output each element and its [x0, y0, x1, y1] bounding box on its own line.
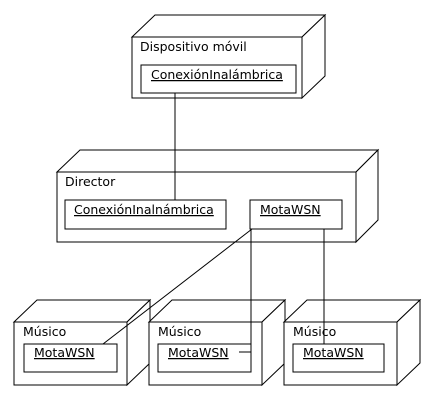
node-musician-2[interactable]: Músico MotaWSN	[147, 298, 287, 387]
node-musician-1-top-face	[12, 299, 152, 323]
node-musician-2-top-face	[147, 299, 287, 323]
connector-director-to-musician-1	[102, 228, 253, 345]
component-musician-2-mote-box[interactable]	[157, 343, 252, 373]
component-musician-1-mote-label: MotaWSN	[34, 345, 95, 360]
node-musician-3-top-face	[282, 299, 422, 323]
component-director-mote-label: MotaWSN	[260, 202, 321, 217]
node-director-label: Director	[65, 174, 116, 189]
component-musician-1-mote-box[interactable]	[23, 343, 118, 373]
node-device-top-face	[130, 14, 327, 38]
node-musician-1-label: Músico	[23, 324, 66, 339]
component-musician-3-mote-box[interactable]	[292, 343, 385, 373]
component-director-mote-box[interactable]	[249, 199, 343, 230]
component-director-wireless-label: ConexiónInalnámbrica	[74, 202, 214, 217]
component-director-wireless-box[interactable]	[64, 199, 227, 230]
component-device-wireless-box[interactable]	[140, 64, 297, 94]
component-musician-2-mote-label: MotaWSN	[168, 345, 229, 360]
component-device-wireless-label: ConexiónInalámbrica	[151, 67, 283, 82]
node-device-label: Dispositivo móvil	[140, 39, 247, 54]
node-director-top-face	[55, 149, 380, 173]
node-musician-3[interactable]: Músico MotaWSN	[282, 298, 422, 387]
node-director[interactable]: Director ConexiónInalnámbrica MotaWSN	[55, 148, 380, 244]
node-musician-1[interactable]: Músico MotaWSN	[12, 298, 152, 387]
node-musician-3-label: Músico	[293, 324, 336, 339]
node-device[interactable]: Dispositivo móvil ConexiónInalámbrica	[130, 13, 327, 100]
component-musician-3-mote-label: MotaWSN	[303, 345, 364, 360]
node-musician-2-label: Músico	[158, 324, 201, 339]
connector-director-to-musician-2	[239, 229, 252, 353]
